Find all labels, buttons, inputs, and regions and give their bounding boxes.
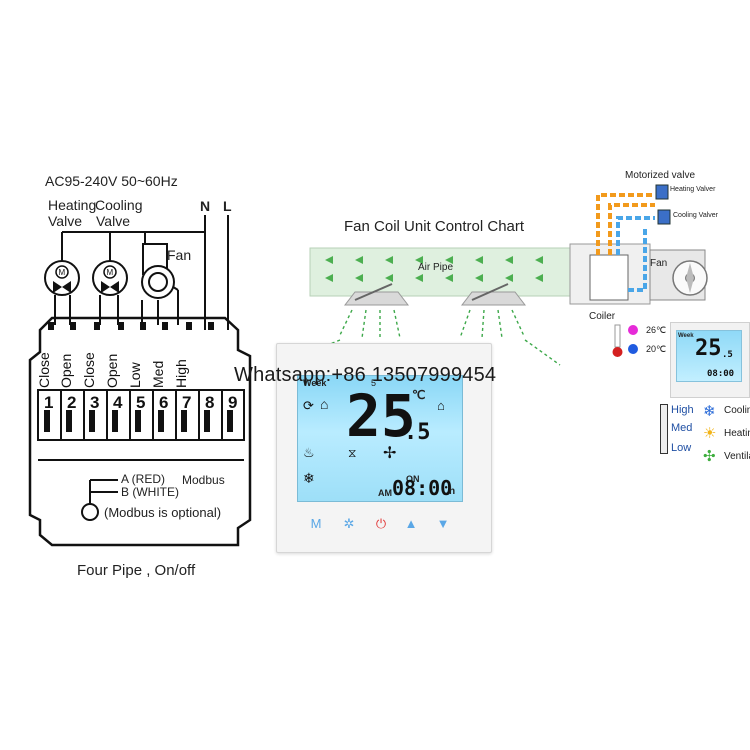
terminal-number-1: 1	[44, 393, 54, 412]
speed-low-label: Low	[671, 442, 692, 454]
terminal-number-3: 3	[90, 393, 100, 412]
fcu-chart-title: Fan Coil Unit Control Chart	[344, 218, 525, 235]
temperature-unit: ℃	[412, 388, 426, 402]
terminal-label-high: High	[173, 359, 189, 388]
heating-valve-icon: M	[44, 260, 80, 296]
speed-med-label: Med	[671, 422, 693, 434]
coiler-label: Coiler	[589, 311, 616, 322]
cooling-snowflake-icon: ❄	[303, 470, 315, 486]
temp-hot-label: 26℃	[646, 325, 667, 335]
terminal-number-9: 9	[228, 393, 238, 412]
cooling-valve-icon: M	[92, 260, 128, 296]
whatsapp-watermark: Whatsapp:+86 13507999454	[234, 364, 497, 386]
cooling-mode-icon: ❄	[703, 403, 716, 420]
terminal-label-open-2: Open	[104, 353, 120, 388]
fan-motor-icon	[141, 243, 175, 299]
terminal-label-close-1: Close	[36, 352, 52, 388]
terminal-label-med: Med	[150, 360, 166, 388]
heating-mode-icon: ☀	[703, 425, 717, 442]
terminal-label-low: Low	[127, 362, 143, 388]
heating-valve-label: Heating	[48, 197, 97, 213]
mini-thermostat-screen	[676, 330, 742, 382]
power-button[interactable]: ⏻	[375, 516, 387, 531]
mode-button[interactable]: M	[310, 516, 322, 531]
terminal-number-7: 7	[182, 393, 192, 412]
down-button[interactable]: ▼	[436, 516, 450, 531]
air-pipe-label: Air Pipe	[418, 262, 454, 273]
fan-label: Fan	[167, 247, 192, 263]
modbus-b-label: B (WHITE)	[121, 485, 179, 499]
ventilation-mode-icon: ✣	[703, 448, 716, 465]
svg-text:M: M	[107, 268, 114, 277]
fan-speed-bar	[660, 404, 668, 454]
speed-high-label: High	[671, 404, 694, 416]
heating-flame-icon: ♨	[303, 445, 315, 460]
neutral-label: N	[200, 198, 211, 214]
auto-mode-icon: ⟳	[303, 398, 314, 413]
heating-valve-label-2: Valve	[48, 213, 82, 229]
valve-icon: ⧖	[348, 446, 357, 460]
air-vent-right-icon	[460, 283, 527, 306]
wiring-svg: M M	[28, 215, 252, 547]
terminal-number-6: 6	[159, 393, 169, 412]
terminal-label-close-2: Close	[81, 352, 97, 388]
ventilation-mode-label: Ventilat	[724, 451, 750, 462]
air-vent-left-icon	[343, 283, 410, 306]
temperature-decimal: .5	[404, 420, 431, 445]
modbus-optional-note: (Modbus is optional)	[104, 505, 222, 520]
wiring-caption: Four Pipe , On/off	[77, 562, 196, 579]
mini-temperature: 25	[695, 336, 722, 361]
terminal-label-open-1: Open	[58, 353, 74, 388]
terminal-number-4: 4	[113, 393, 123, 412]
temperature-main: 25	[346, 382, 416, 450]
fan-button[interactable]: ✲	[343, 516, 355, 531]
cooling-valve-label: Cooling	[95, 197, 143, 213]
up-button[interactable]: ▲	[404, 516, 418, 531]
live-label: L	[223, 198, 232, 214]
svg-text:M: M	[59, 268, 66, 277]
modbus-a-label: A (RED)	[121, 472, 166, 486]
modbus-label: Modbus	[182, 473, 225, 487]
away-home-icon: ⌂	[437, 398, 445, 413]
thermostat-screen	[297, 375, 463, 502]
terminal-number-2: 2	[67, 393, 77, 412]
home-icon: ⌂	[320, 396, 329, 412]
fcu-fan-label: Fan	[650, 258, 668, 269]
hour-suffix: h	[449, 486, 456, 497]
clock-time: 08:00	[392, 476, 453, 500]
cooling-valver-label: Cooling Valver	[673, 212, 719, 219]
heating-valver-label: Heating Valver	[670, 186, 716, 193]
fcu-diagram-svg	[309, 184, 708, 366]
terminal-number-8: 8	[205, 393, 215, 412]
temp-cold-label: 20℃	[646, 344, 667, 354]
fan-speed-icon: ✢	[383, 445, 397, 462]
am-label: AM	[378, 488, 392, 498]
power-spec-label: AC95-240V 50~60Hz	[45, 173, 178, 189]
cooling-mode-label: Coolin	[724, 405, 750, 416]
cooling-valve-label-2: Valve	[96, 213, 130, 229]
terminal-number-5: 5	[136, 393, 146, 412]
week-label: Week	[303, 378, 327, 388]
day-number: 5	[371, 378, 377, 388]
fcu-fan-icon	[649, 249, 708, 301]
mini-week-label: Week	[678, 333, 694, 339]
heating-mode-label: Heatin	[724, 428, 750, 439]
mini-temperature-decimal: .5	[722, 350, 733, 360]
on-label: ON	[406, 474, 420, 484]
mini-clock-time: 08:00	[707, 369, 735, 379]
motorized-valve-label: Motorized valve	[625, 170, 696, 181]
